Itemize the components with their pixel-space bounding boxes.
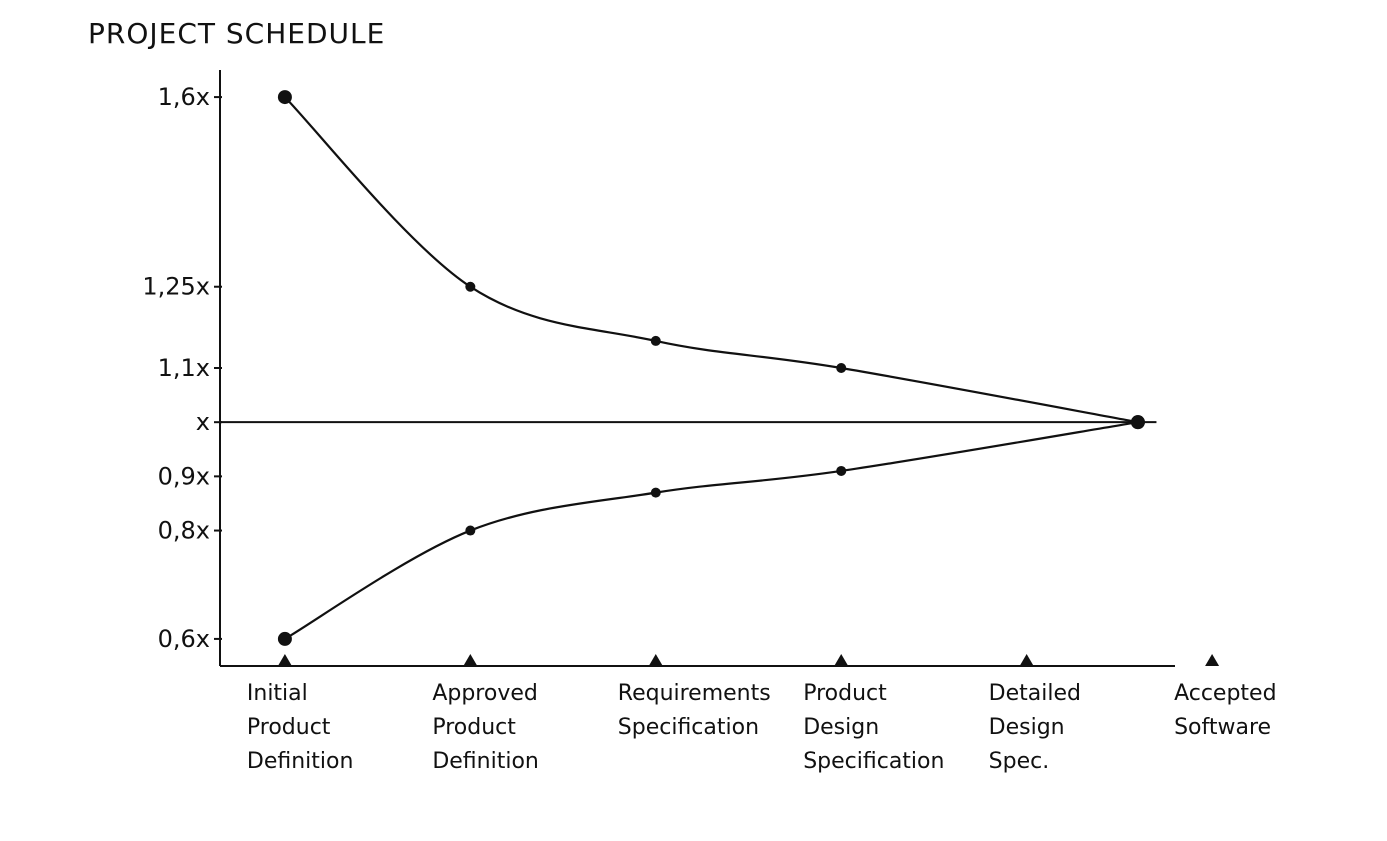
y-tick-label: 1,6x <box>158 83 210 111</box>
chart-title: PROJECT SCHEDULE <box>88 17 385 50</box>
series-line-1 <box>283 421 1140 641</box>
x-tick-label: Definition <box>432 749 539 774</box>
x-tick-label: Specification <box>618 715 759 740</box>
x-tick-marker <box>1205 654 1220 666</box>
series-line-0 <box>283 95 1140 424</box>
x-tick-label: Requirements <box>618 681 771 706</box>
y-tick-label: 0,6x <box>158 625 210 653</box>
data-point <box>650 335 661 346</box>
x-tick-label: Product <box>247 715 331 740</box>
x-tick-label: Spec. <box>989 749 1050 774</box>
x-tick-label: Product <box>432 715 516 740</box>
x-tick-marker <box>1019 654 1034 666</box>
data-point <box>1130 415 1145 430</box>
x-tick-label: Design <box>803 715 879 740</box>
y-axis-ticks: 1,6x 1,25x 1,1x x 0,9x 0,8x 0,6x <box>142 83 222 653</box>
data-point <box>836 465 847 476</box>
x-tick-marker <box>463 654 478 666</box>
data-point <box>836 363 847 373</box>
x-axis-ticks: InitialProductDefinitionApprovedProductD… <box>247 654 1277 774</box>
axes <box>219 70 1175 667</box>
x-tick-label: Definition <box>247 749 354 774</box>
data-point <box>277 90 292 105</box>
x-tick-label: Accepted <box>1174 681 1276 706</box>
x-tick-marker <box>648 654 663 666</box>
x-tick-label: Initial <box>247 681 308 706</box>
data-point <box>277 631 292 646</box>
data-point <box>650 487 661 498</box>
y-tick-label: x <box>196 408 210 436</box>
x-tick-label: Product <box>803 681 887 706</box>
data-point <box>465 525 476 536</box>
series-layer <box>277 90 1145 646</box>
x-tick-label: Detailed <box>989 681 1081 706</box>
y-tick-label: 1,1x <box>158 354 210 382</box>
y-tick-label: 0,8x <box>158 517 210 545</box>
x-tick-marker <box>277 654 292 666</box>
y-tick-label: 0,9x <box>158 462 210 490</box>
x-tick-label: Design <box>989 715 1065 740</box>
y-tick-label: 1,25x <box>142 273 210 301</box>
x-tick-label: Approved <box>432 681 538 706</box>
x-tick-label: Software <box>1174 715 1271 740</box>
data-point <box>465 281 476 292</box>
x-tick-label: Specification <box>803 749 944 774</box>
x-tick-marker <box>834 654 849 666</box>
